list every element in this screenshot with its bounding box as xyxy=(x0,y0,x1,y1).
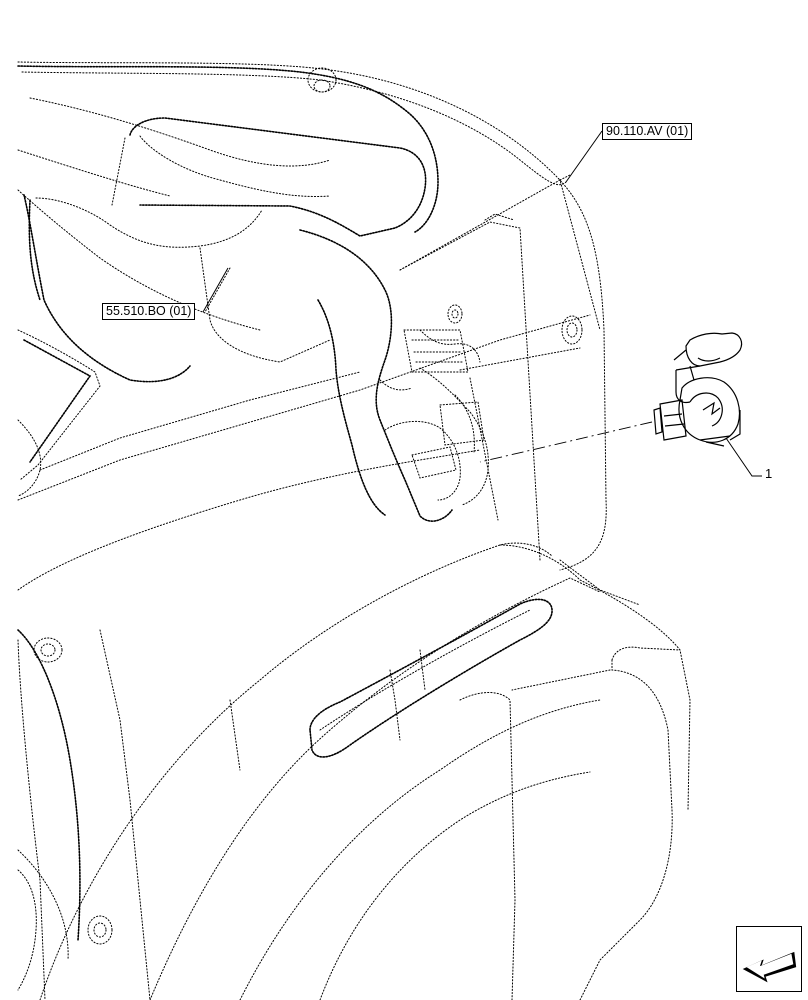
lower-console xyxy=(17,449,691,1000)
upper-trim-panel xyxy=(17,61,607,571)
center-column xyxy=(299,67,601,561)
callout-part-1: 1 xyxy=(765,466,773,481)
reference-label-upper-right[interactable]: 90.110.AV (01) xyxy=(602,123,693,140)
left-dash-structure xyxy=(17,189,591,501)
reference-label-left[interactable]: 55.510.BO (01) xyxy=(102,303,196,320)
next-page-arrow-icon[interactable] xyxy=(736,926,802,992)
usb-socket-part xyxy=(653,332,743,447)
leader-lines xyxy=(202,130,762,477)
